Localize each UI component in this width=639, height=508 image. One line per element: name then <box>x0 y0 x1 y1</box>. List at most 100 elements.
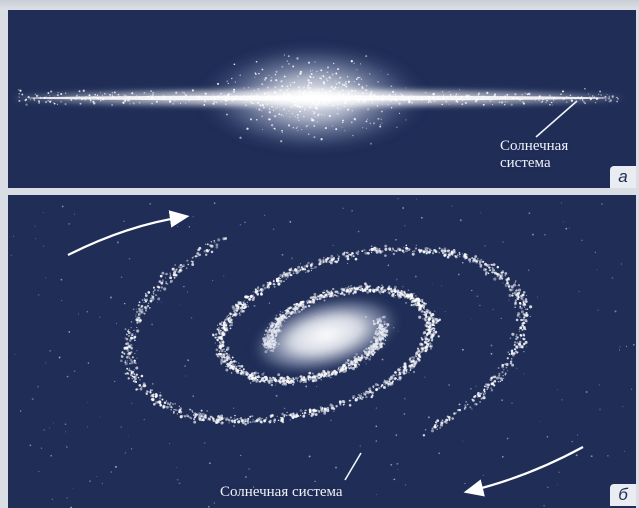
star <box>261 104 265 107</box>
star <box>113 96 115 99</box>
star <box>183 415 187 418</box>
star <box>412 356 416 360</box>
star <box>403 413 406 415</box>
star <box>422 299 424 301</box>
star <box>354 399 357 402</box>
star <box>392 374 395 377</box>
star <box>526 321 528 323</box>
star <box>407 289 410 292</box>
star <box>362 98 365 101</box>
star <box>219 354 223 357</box>
star <box>527 93 529 95</box>
star <box>516 297 520 300</box>
star <box>430 314 433 317</box>
star <box>213 95 215 98</box>
star <box>254 420 257 423</box>
star <box>455 93 458 95</box>
star <box>224 99 227 102</box>
star <box>149 299 153 303</box>
star <box>425 341 428 345</box>
star <box>402 250 404 252</box>
star <box>329 257 331 259</box>
star <box>135 388 138 391</box>
star <box>347 80 351 83</box>
star <box>303 86 305 88</box>
star <box>384 290 386 293</box>
star <box>68 331 71 333</box>
star <box>210 240 213 243</box>
star <box>310 98 312 100</box>
star <box>482 103 485 106</box>
star <box>368 357 371 361</box>
star <box>492 383 495 385</box>
star <box>464 404 467 407</box>
star <box>425 311 427 313</box>
star <box>274 378 278 383</box>
star <box>169 274 172 276</box>
star <box>213 502 216 504</box>
star <box>579 97 582 99</box>
star <box>242 368 245 371</box>
star <box>339 404 342 406</box>
star <box>255 380 257 382</box>
star <box>621 263 622 265</box>
star <box>246 422 250 425</box>
star <box>220 340 223 343</box>
star <box>336 290 339 294</box>
star <box>213 240 216 242</box>
star <box>131 360 133 362</box>
star <box>418 359 421 362</box>
star <box>432 252 434 255</box>
star <box>279 279 283 283</box>
star <box>242 309 245 313</box>
star <box>464 101 468 105</box>
star <box>520 310 524 314</box>
star <box>212 102 215 105</box>
star <box>256 93 258 96</box>
star <box>225 419 227 421</box>
star <box>310 92 313 95</box>
star <box>186 259 189 262</box>
star <box>347 76 349 78</box>
star <box>436 97 439 100</box>
star <box>285 272 288 275</box>
star <box>296 378 298 380</box>
star <box>275 382 277 384</box>
star <box>223 417 225 419</box>
star <box>364 361 366 363</box>
star <box>152 393 155 396</box>
star <box>507 278 510 281</box>
star <box>347 93 350 96</box>
star <box>179 102 182 104</box>
star <box>53 102 56 105</box>
star <box>492 263 496 266</box>
star <box>200 415 203 418</box>
star <box>231 305 235 309</box>
star <box>523 373 525 375</box>
star <box>439 95 441 97</box>
star <box>42 245 44 247</box>
star <box>135 313 137 315</box>
star <box>253 304 256 307</box>
star <box>281 274 284 277</box>
star <box>240 306 244 310</box>
star <box>429 331 431 333</box>
star <box>457 273 460 276</box>
star <box>483 98 485 100</box>
star <box>110 471 113 473</box>
star <box>424 323 428 327</box>
star <box>339 76 342 79</box>
star <box>489 99 492 102</box>
star <box>391 294 395 298</box>
star <box>409 369 412 371</box>
star <box>350 89 354 92</box>
star <box>566 96 568 98</box>
star <box>274 92 276 94</box>
star <box>334 291 337 293</box>
star <box>128 351 132 356</box>
star <box>336 290 338 293</box>
star <box>377 80 379 83</box>
star <box>510 362 512 365</box>
star <box>594 251 597 254</box>
star <box>547 486 549 488</box>
